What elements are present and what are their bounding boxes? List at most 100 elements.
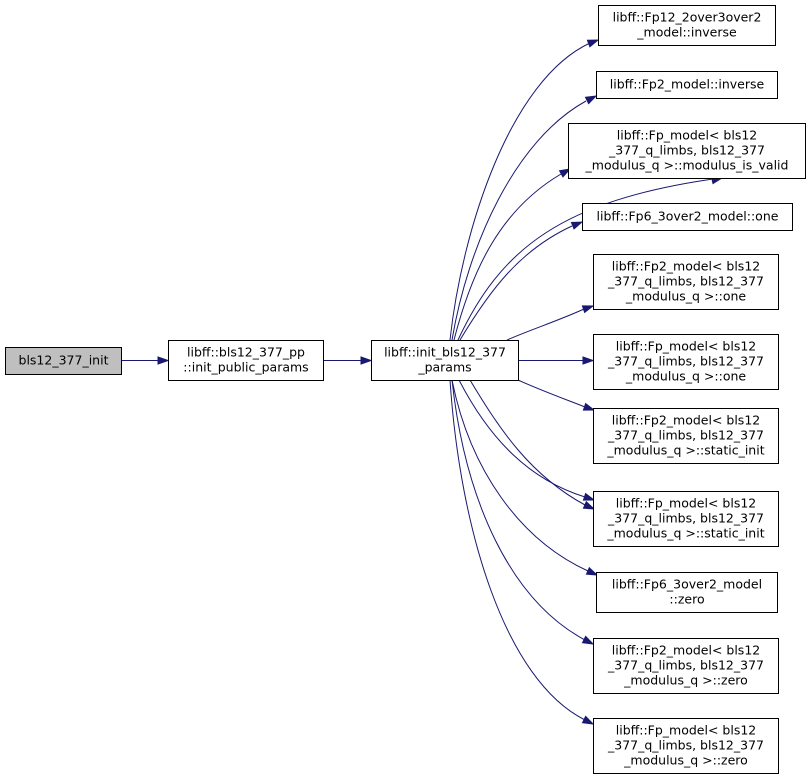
node-box <box>593 491 779 547</box>
edge-n0-to-n1 <box>121 356 170 365</box>
edges <box>121 39 724 725</box>
edge-line <box>517 379 586 408</box>
edge-n2-to-t7 <box>458 379 596 501</box>
arrow-head <box>360 356 373 365</box>
node-n0[interactable]: bls12_377_init <box>5 347 122 375</box>
node-box <box>582 203 793 231</box>
node-label-line: libff::Fp2_model< bls12 <box>612 259 760 274</box>
node-label-line: _377_q_limbs, bls12_377 <box>607 511 764 526</box>
node-label-line: _377_q_limbs, bls12_377 <box>608 143 765 158</box>
node-label-line: _modulus_q >::zero <box>623 753 748 768</box>
node-label-line: _377_q_limbs, bls12_377 <box>607 658 764 673</box>
arrow-head <box>582 402 596 411</box>
edge-n1-to-n2 <box>323 356 373 365</box>
edge-n2-to-t6 <box>517 379 596 411</box>
edge-n2-to-t2 <box>453 168 572 341</box>
arrow-head <box>582 356 595 365</box>
node-label-line: _modulus_q >::static_init <box>606 526 764 541</box>
node-t0[interactable]: libff::Fp12_2over3over2_model::inverse <box>598 5 776 46</box>
node-box <box>598 5 776 46</box>
node-t4[interactable]: libff::Fp2_model< bls12_377_q_limbs, bls… <box>593 254 779 310</box>
node-label-line: _modulus_q >::one <box>625 289 746 304</box>
node-box <box>593 408 779 464</box>
edge-n2-to-t0 <box>449 39 600 341</box>
arrow-head <box>582 492 596 501</box>
edge-n2-to-t1 <box>451 95 598 341</box>
edge-line <box>458 379 586 498</box>
node-label-line: libff::Fp6_3over2_model::one <box>597 209 779 224</box>
edge-line <box>449 42 591 341</box>
edge-line <box>451 100 587 341</box>
edge-line <box>453 173 562 341</box>
node-label-line: _377_q_limbs, bls12_377 <box>607 354 764 369</box>
node-t3[interactable]: libff::Fp6_3over2_model::one <box>582 203 793 231</box>
edge-n2-to-t4 <box>506 305 595 341</box>
node-label-line: _model::inverse <box>636 25 737 40</box>
node-t5[interactable]: libff::Fp_model< bls12_377_q_limbs, bls1… <box>593 334 779 390</box>
node-t7[interactable]: libff::Fp_model< bls12_377_q_limbs, bls1… <box>593 491 779 547</box>
edge-n2-to-t8 <box>451 379 599 576</box>
node-label-line: _modulus_q >::static_init <box>606 443 764 458</box>
node-box <box>593 638 779 694</box>
node-box <box>5 347 122 375</box>
node-label-line: libff::Fp_model< bls12 <box>616 723 757 738</box>
edge-n2-to-t5 <box>518 356 595 365</box>
node-t2[interactable]: libff::Fp_model< bls12_377_q_limbs, bls1… <box>568 123 806 179</box>
node-box <box>593 334 779 390</box>
node-label-line: bls12_377_init <box>19 353 109 368</box>
edge-line <box>457 177 721 341</box>
node-t1[interactable]: libff::Fp2_model::inverse <box>596 71 778 99</box>
node-label-line: _377_q_limbs, bls12_377 <box>607 428 764 443</box>
node-label-line: ::init_public_params <box>183 360 308 375</box>
node-box <box>593 254 779 310</box>
node-label-line: libff::Fp2_model< bls12 <box>612 643 760 658</box>
edge-n2-to-t7 <box>469 379 596 510</box>
arrow-head <box>582 500 596 510</box>
edge-n2-to-t9 <box>451 379 595 645</box>
arrow-head <box>570 221 584 230</box>
node-t10[interactable]: libff::Fp_model< bls12_377_q_limbs, bls1… <box>593 718 779 774</box>
node-label-line: _modulus_q >::one <box>625 369 746 384</box>
node-box <box>371 340 519 381</box>
node-label-line: _params <box>417 360 471 375</box>
arrow-head <box>581 715 595 725</box>
node-t8[interactable]: libff::Fp6_3over2_model::zero <box>596 572 778 613</box>
node-label-line: libff::Fp_model< bls12 <box>617 128 758 143</box>
node-label-line: libff::init_bls12_377 <box>384 345 506 360</box>
arrow-head <box>157 356 170 365</box>
node-n1[interactable]: libff::bls12_377_pp::init_public_params <box>168 340 324 381</box>
node-label-line: ::zero <box>669 592 704 607</box>
node-box <box>596 572 778 613</box>
node-t9[interactable]: libff::Fp2_model< bls12_377_q_limbs, bls… <box>593 638 779 694</box>
node-label-line: _377_q_limbs, bls12_377 <box>607 274 764 289</box>
node-label-line: _modulus_q >::modulus_is_valid <box>585 158 789 173</box>
node-label-line: _modulus_q >::zero <box>623 673 748 688</box>
nodes: bls12_377_init libff::bls12_377_pp::init_… <box>5 5 806 774</box>
node-box <box>593 718 779 774</box>
node-label-line: libff::Fp6_3over2_model <box>612 577 762 592</box>
arrow-head <box>585 566 599 576</box>
arrow-head <box>581 635 595 645</box>
node-box <box>568 123 806 179</box>
arrow-head <box>584 95 598 105</box>
arrow-head <box>581 305 595 314</box>
node-n2[interactable]: libff::init_bls12_377_params <box>371 340 519 381</box>
node-box <box>596 71 778 99</box>
node-label-line: libff::bls12_377_pp <box>187 345 305 360</box>
node-label-line: libff::Fp_model< bls12 <box>616 496 757 511</box>
node-label-line: libff::Fp12_2over3over2 <box>613 10 762 25</box>
edge-line <box>469 379 586 506</box>
edge-line <box>451 379 586 641</box>
node-box <box>168 340 324 381</box>
node-t6[interactable]: libff::Fp2_model< bls12_377_q_limbs, bls… <box>593 408 779 464</box>
edge-n2-to-t3 <box>459 221 584 341</box>
node-label-line: libff::Fp2_model::inverse <box>610 77 765 92</box>
arrow-head <box>558 168 572 178</box>
arrow-head <box>586 39 600 48</box>
edge-line <box>459 225 573 341</box>
edge-line <box>451 379 589 572</box>
edge-line <box>449 379 586 721</box>
node-label-line: libff::Fp2_model< bls12 <box>612 413 760 428</box>
node-label-line: _377_q_limbs, bls12_377 <box>607 738 764 753</box>
